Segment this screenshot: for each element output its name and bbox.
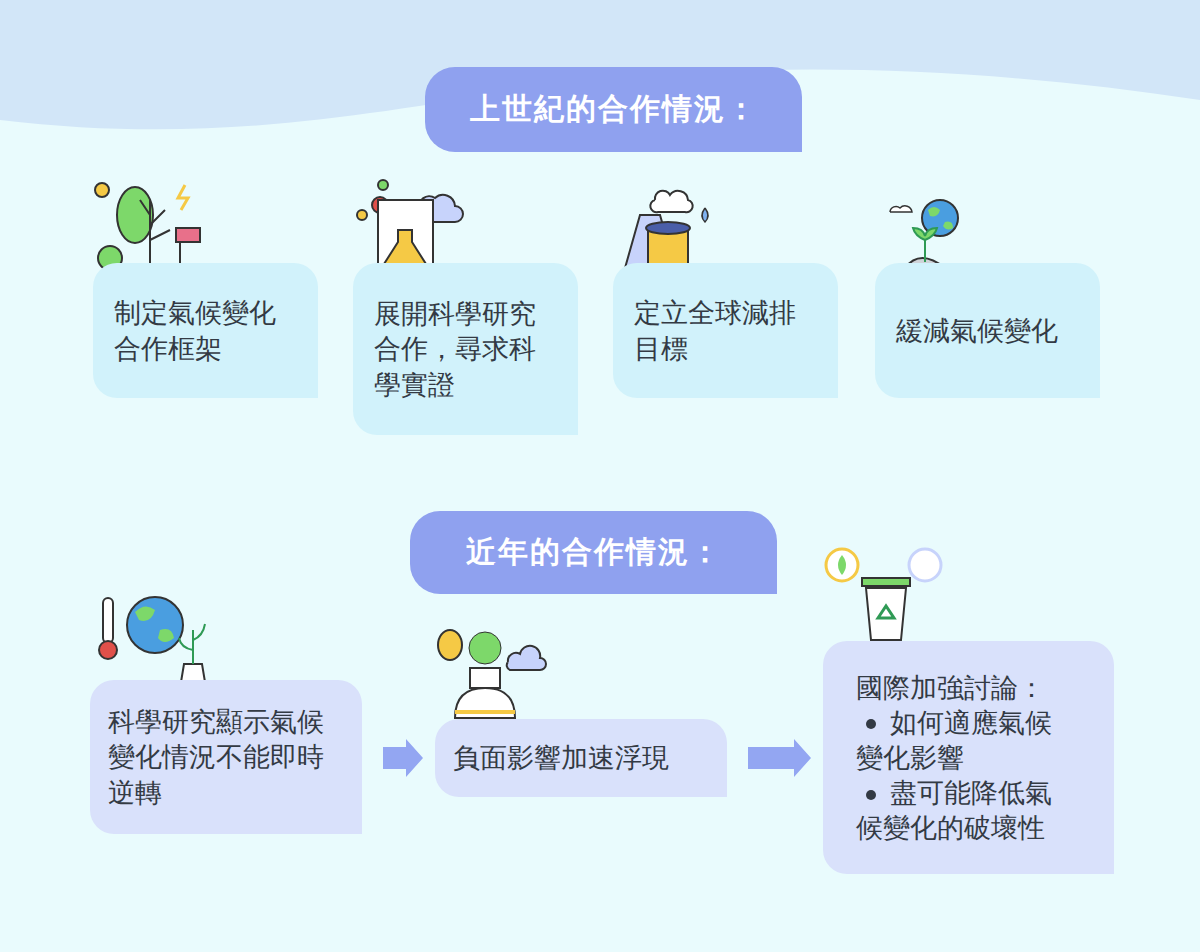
text-group: 上世紀的合作情況： xyxy=(470,89,758,130)
text-group: 國際加強討論：如何適應氣候 變化影響盡可能降低氣 候變化的破壞性 xyxy=(856,670,1090,845)
box-heading: 國際加強討論： xyxy=(856,670,1090,705)
process-box: 制定氣候變化 合作框架 xyxy=(93,263,318,398)
bullet-dot xyxy=(866,719,876,729)
process-box: 負面影響加速浮現 xyxy=(435,719,727,797)
box-text: 制定氣候變化 合作框架 xyxy=(114,295,298,365)
box-text: 科學研究顯示氣候 變化情況不能即時 逆轉 xyxy=(108,704,344,809)
process-box: 定立全球減排 目標 xyxy=(613,263,838,398)
banner-title: 近年的合作情況： xyxy=(466,532,722,573)
icon-thermometer-globe xyxy=(99,597,206,688)
process-box: 科學研究顯示氣候 變化情況不能即時 逆轉 xyxy=(90,680,362,834)
bullet-text: 如何適應氣候 變化影響 xyxy=(856,707,1052,773)
process-box: 展開科學研究 合作，尋求科 學實證 xyxy=(353,263,578,435)
icon-emission-dome xyxy=(438,630,546,718)
box-text: 緩減氣候變化 xyxy=(896,313,1080,348)
bullet-item: 如何適應氣候 變化影響 xyxy=(856,705,1090,775)
icon-tree-flag xyxy=(95,183,200,270)
bullet-dot xyxy=(866,790,876,800)
icon-flask xyxy=(357,180,463,268)
box-text: 負面影響加速浮現 xyxy=(453,740,709,775)
banner-title: 上世紀的合作情況： xyxy=(470,89,758,130)
bullet-item: 盡可能降低氣 候變化的破壞性 xyxy=(856,775,1090,845)
section-banner: 近年的合作情況： xyxy=(410,511,777,594)
bullet-text: 盡可能降低氣 候變化的破壞性 xyxy=(856,777,1052,843)
box-text: 定立全球減排 目標 xyxy=(634,295,818,365)
text-group: 制定氣候變化 合作框架 xyxy=(114,295,298,365)
flow-arrow xyxy=(748,739,811,777)
process-box: 緩減氣候變化 xyxy=(875,263,1100,398)
icon-globe-plant xyxy=(890,200,958,268)
text-group: 近年的合作情況： xyxy=(466,532,722,573)
text-group: 負面影響加速浮現 xyxy=(453,740,709,775)
text-group: 緩減氣候變化 xyxy=(896,313,1080,348)
top-wave xyxy=(0,0,1200,129)
box-text: 展開科學研究 合作，尋求科 學實證 xyxy=(374,296,558,401)
flow-arrow xyxy=(383,739,423,777)
text-group: 定立全球減排 目標 xyxy=(634,295,818,365)
icon-factory xyxy=(625,191,708,268)
discussion-box: 國際加強討論：如何適應氣候 變化影響盡可能降低氣 候變化的破壞性 xyxy=(823,641,1114,874)
text-group: 科學研究顯示氣候 變化情況不能即時 逆轉 xyxy=(108,704,344,809)
section-banner: 上世紀的合作情況： xyxy=(425,67,802,152)
text-group: 展開科學研究 合作，尋求科 學實證 xyxy=(374,296,558,401)
icon-recycle-bin xyxy=(826,549,941,640)
